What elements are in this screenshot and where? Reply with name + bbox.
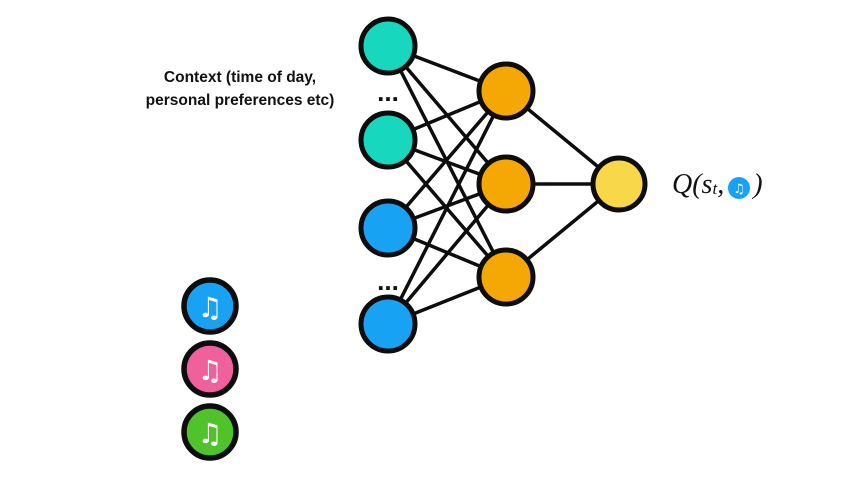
input-node-4 [358, 294, 418, 354]
input-ellipsis-bottom: ... [377, 266, 399, 296]
context-label-line1: Context (time of day, [163, 69, 317, 86]
q-label-suffix: ) [753, 169, 763, 200]
edge [386, 89, 508, 326]
music-note-glyph: ♫ [197, 417, 222, 450]
music-note-glyph: ♫ [733, 182, 745, 197]
music-note-glyph: ♫ [197, 291, 222, 324]
music-icon-pink: ♫ [181, 340, 239, 398]
music-note-icon: ♫ [728, 177, 751, 199]
music-note-glyph: ♫ [197, 354, 222, 387]
q-label-prefix: Q(s [672, 169, 713, 200]
music-icon-blue: ♫ [181, 277, 239, 335]
input-node-2 [358, 110, 418, 170]
music-icon-green: ♫ [181, 403, 239, 461]
input-node-1 [358, 16, 418, 76]
q-label-comma: , [717, 169, 725, 200]
context-label: Context (time of day, personal preferenc… [118, 66, 362, 113]
input-node-3 [358, 198, 418, 258]
context-label-line2: personal preferences etc) [145, 92, 335, 110]
hidden-node-2 [476, 154, 536, 214]
edge [386, 182, 508, 326]
hidden-node-3 [476, 247, 536, 307]
network-nodes [358, 16, 648, 354]
input-ellipsis-top: ... [377, 77, 399, 107]
output-node [590, 155, 648, 213]
edge [386, 89, 508, 230]
network-ellipses: ... ... [377, 77, 399, 296]
hidden-node-1 [476, 61, 536, 121]
